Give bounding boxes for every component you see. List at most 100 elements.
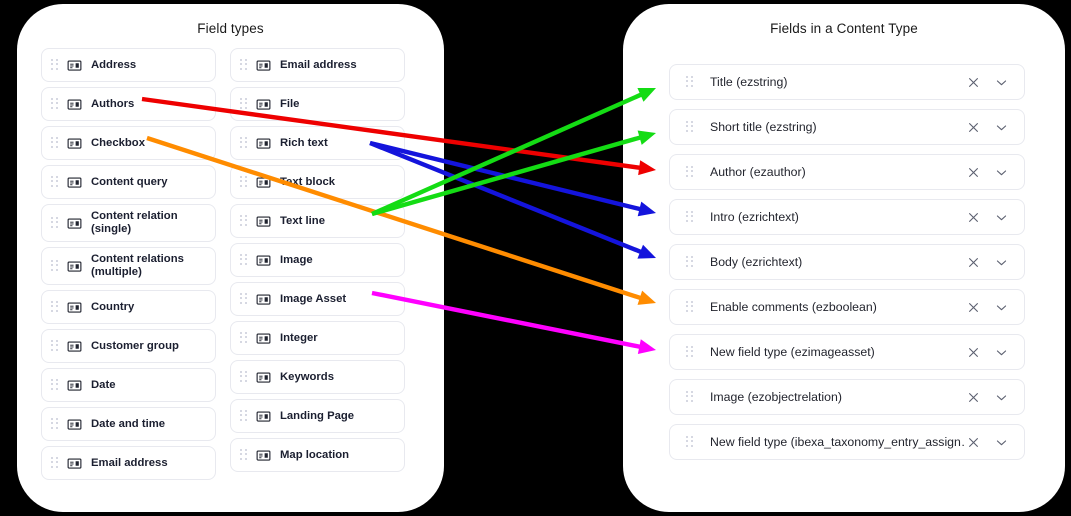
content-type-field-item[interactable]: Title (ezstring): [669, 64, 1025, 100]
drag-handle-icon[interactable]: [686, 345, 693, 359]
close-icon[interactable]: [965, 119, 982, 136]
close-icon[interactable]: [965, 299, 982, 316]
drag-handle-icon[interactable]: [51, 136, 58, 150]
chevron-down-icon[interactable]: [993, 254, 1010, 271]
field-actions: [965, 209, 1010, 226]
close-icon[interactable]: [965, 344, 982, 361]
drag-handle-icon[interactable]: [51, 216, 58, 230]
field-type-label: Address: [91, 58, 137, 71]
drag-handle-icon[interactable]: [686, 165, 693, 179]
drag-handle-icon[interactable]: [51, 339, 58, 353]
field-type-label: File: [280, 97, 300, 110]
drag-handle-icon[interactable]: [240, 253, 247, 267]
field-type-icon: [256, 59, 271, 71]
field-type-icon: [67, 137, 82, 149]
field-type-item[interactable]: Keywords: [230, 360, 405, 394]
field-type-item[interactable]: Landing Page: [230, 399, 405, 433]
content-type-field-label: Title (ezstring): [710, 75, 788, 89]
field-type-icon: [256, 293, 271, 305]
content-type-field-item[interactable]: Body (ezrichtext): [669, 244, 1025, 280]
close-icon[interactable]: [965, 254, 982, 271]
field-type-item[interactable]: Map location: [230, 438, 405, 472]
drag-handle-icon[interactable]: [686, 120, 693, 134]
field-type-icon: [67, 379, 82, 391]
drag-handle-icon[interactable]: [51, 175, 58, 189]
field-type-item[interactable]: Text line: [230, 204, 405, 238]
field-type-item[interactable]: Content query: [41, 165, 216, 199]
drag-handle-icon[interactable]: [51, 259, 58, 273]
drag-handle-icon[interactable]: [240, 370, 247, 384]
drag-handle-icon[interactable]: [240, 292, 247, 306]
drag-handle-icon[interactable]: [240, 175, 247, 189]
drag-handle-icon[interactable]: [51, 456, 58, 470]
drag-handle-icon[interactable]: [686, 75, 693, 89]
field-type-item[interactable]: Authors: [41, 87, 216, 121]
drag-handle-icon[interactable]: [240, 331, 247, 345]
drag-handle-icon[interactable]: [51, 97, 58, 111]
close-icon[interactable]: [965, 389, 982, 406]
field-type-item[interactable]: Address: [41, 48, 216, 82]
field-type-icon: [256, 137, 271, 149]
close-icon[interactable]: [965, 164, 982, 181]
drag-handle-icon[interactable]: [51, 300, 58, 314]
drag-handle-icon[interactable]: [240, 448, 247, 462]
field-type-item[interactable]: Text block: [230, 165, 405, 199]
field-type-item[interactable]: File: [230, 87, 405, 121]
field-type-item[interactable]: Email address: [230, 48, 405, 82]
content-type-field-item[interactable]: Author (ezauthor): [669, 154, 1025, 190]
chevron-down-icon[interactable]: [993, 299, 1010, 316]
drag-handle-icon[interactable]: [686, 435, 693, 449]
drag-handle-icon[interactable]: [686, 255, 693, 269]
content-type-field-item[interactable]: Intro (ezrichtext): [669, 199, 1025, 235]
chevron-down-icon[interactable]: [993, 74, 1010, 91]
field-type-item[interactable]: Rich text: [230, 126, 405, 160]
drag-handle-icon[interactable]: [240, 58, 247, 72]
chevron-down-icon[interactable]: [993, 344, 1010, 361]
field-type-item[interactable]: Content relation (single): [41, 204, 216, 242]
drag-handle-icon[interactable]: [686, 300, 693, 314]
content-type-field-item[interactable]: New field type (ibexa_taxonomy_entry_ass…: [669, 424, 1025, 460]
drag-handle-icon[interactable]: [51, 58, 58, 72]
field-type-label: Image: [280, 253, 313, 266]
field-actions: [965, 119, 1010, 136]
chevron-down-icon[interactable]: [993, 209, 1010, 226]
drag-handle-icon[interactable]: [51, 417, 58, 431]
drag-handle-icon[interactable]: [686, 390, 693, 404]
drag-handle-icon[interactable]: [240, 409, 247, 423]
field-type-label: Content relation (single): [91, 210, 178, 235]
close-icon[interactable]: [965, 209, 982, 226]
drag-handle-icon[interactable]: [240, 97, 247, 111]
field-type-icon: [256, 332, 271, 344]
field-type-icon: [67, 301, 82, 313]
content-type-field-item[interactable]: Enable comments (ezboolean): [669, 289, 1025, 325]
field-type-item[interactable]: Customer group: [41, 329, 216, 363]
chevron-down-icon[interactable]: [993, 164, 1010, 181]
field-type-item[interactable]: Image Asset: [230, 282, 405, 316]
field-type-item[interactable]: Date: [41, 368, 216, 402]
content-type-field-item[interactable]: Short title (ezstring): [669, 109, 1025, 145]
field-type-label: Date: [91, 378, 116, 391]
drag-handle-icon[interactable]: [240, 136, 247, 150]
chevron-down-icon[interactable]: [993, 119, 1010, 136]
drag-handle-icon[interactable]: [686, 210, 693, 224]
field-type-label: Authors: [91, 97, 135, 110]
field-type-item[interactable]: Content relations (multiple): [41, 247, 216, 285]
field-type-item[interactable]: Date and time: [41, 407, 216, 441]
content-type-field-item[interactable]: Image (ezobjectrelation): [669, 379, 1025, 415]
content-type-field-item[interactable]: New field type (ezimageasset): [669, 334, 1025, 370]
close-icon[interactable]: [965, 434, 982, 451]
field-actions: [965, 434, 1010, 451]
drag-handle-icon[interactable]: [51, 378, 58, 392]
field-type-item[interactable]: Integer: [230, 321, 405, 355]
field-type-item[interactable]: Checkbox: [41, 126, 216, 160]
field-type-item[interactable]: Country: [41, 290, 216, 324]
drag-handle-icon[interactable]: [240, 214, 247, 228]
field-type-item[interactable]: Email address: [41, 446, 216, 480]
close-icon[interactable]: [965, 74, 982, 91]
chevron-down-icon[interactable]: [993, 389, 1010, 406]
chevron-down-icon[interactable]: [993, 434, 1010, 451]
field-type-item[interactable]: Image: [230, 243, 405, 277]
